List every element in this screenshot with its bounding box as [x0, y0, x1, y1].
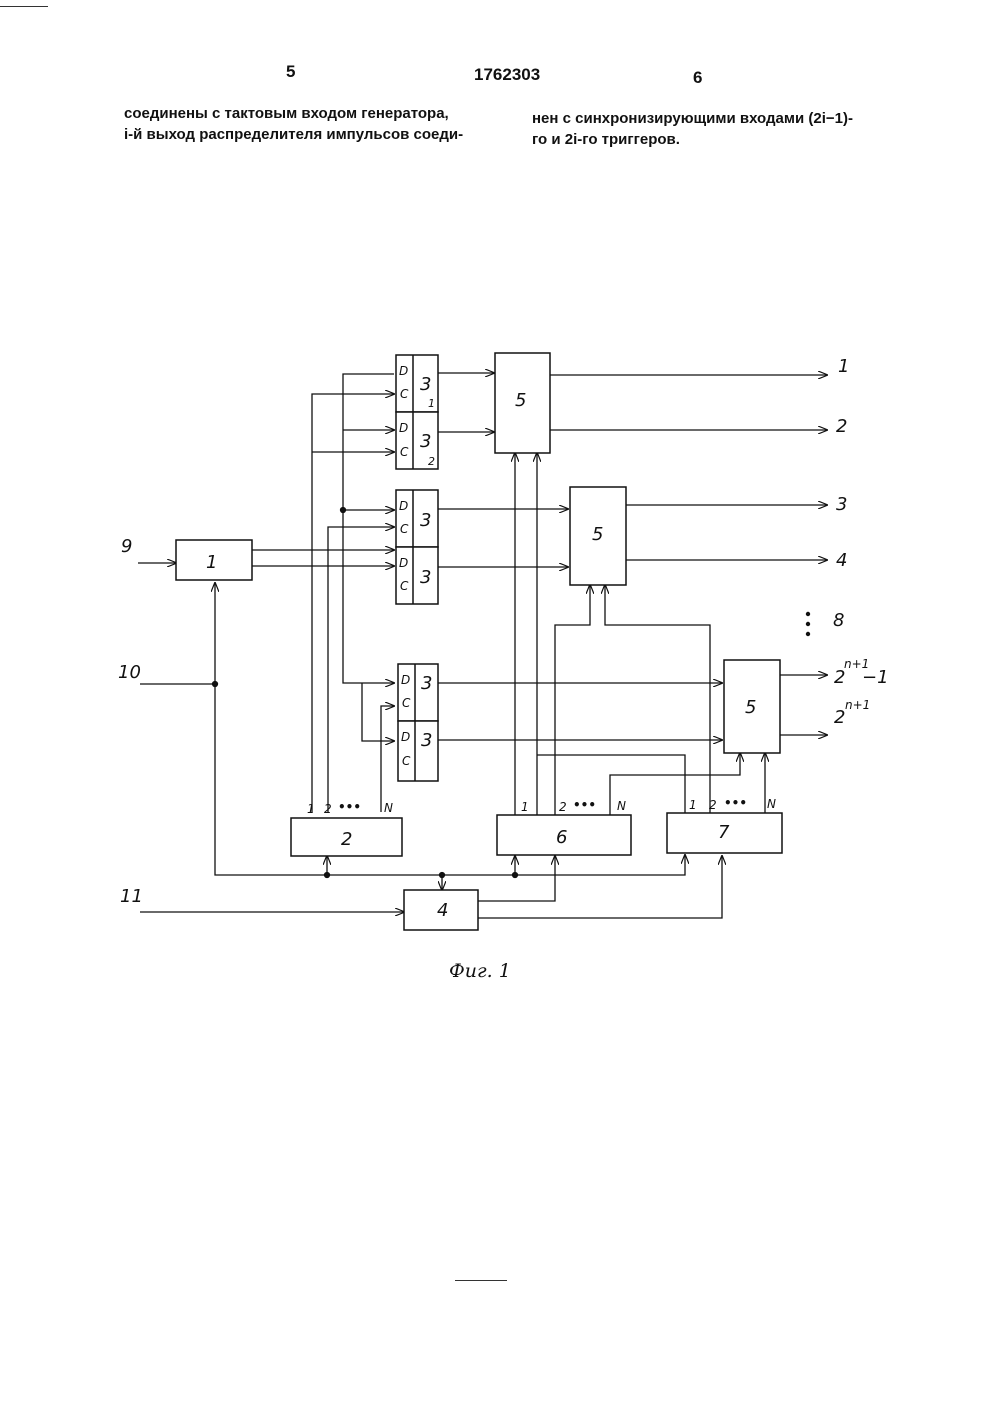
pin-n-label: N [617, 799, 626, 813]
element-4-label: 4 [437, 900, 448, 921]
output-labels: 1 2 3 4 8 2 n+1 −1 2 n+1 [833, 356, 889, 728]
element-5-label: 5 [745, 697, 756, 718]
output-4-label: 4 [836, 550, 847, 571]
d-pin-label: D [401, 730, 410, 744]
trigger-subscript-1: 1 [428, 397, 435, 410]
input-labels: 9 10 11 [118, 536, 143, 907]
trigger-label: 3 [420, 510, 431, 531]
d-pin-label: D [399, 364, 408, 378]
pin-dots-label: ••• [573, 798, 596, 812]
pin-dots-label: ••• [724, 796, 747, 810]
input-11-label: 11 [120, 886, 143, 907]
c-pin-label: C [400, 445, 409, 459]
element-5-label: 5 [515, 390, 526, 411]
pin-1-label: 1 [307, 802, 315, 816]
c-pin-label: C [402, 696, 411, 710]
output-2n1-exponent: n+1 [845, 698, 870, 712]
c-pin-label: C [400, 522, 409, 536]
generator-label: 1 [206, 552, 217, 573]
trigger-label: 3 [421, 673, 432, 694]
trigger-label: 3 [420, 567, 431, 588]
trigger-label: 3 [421, 730, 432, 751]
output-2-label: 2 [836, 416, 847, 437]
c-pin-label: C [400, 387, 409, 401]
pin-n-label: N [384, 801, 393, 815]
output-3-label: 3 [836, 494, 847, 515]
pin-dots-label: ••• [338, 800, 361, 814]
c-pin-label: C [400, 579, 409, 593]
output-1-label: 1 [838, 356, 849, 377]
pin-1-label: 1 [689, 798, 697, 812]
distributor-label: 2 [341, 829, 352, 850]
blocks [176, 353, 782, 930]
pin-n-label: N [767, 797, 776, 811]
trigger-label: 3 [420, 431, 431, 452]
output-2n1-minus-1-suffix: −1 [862, 667, 889, 688]
pin-2-label: 2 [709, 798, 717, 812]
d-pin-label: D [401, 673, 410, 687]
pin-2-label: 2 [559, 800, 567, 814]
figure-caption: Фиг. 1 [449, 960, 511, 982]
d-pin-label: D [399, 556, 408, 570]
d-pin-label: D [399, 499, 408, 513]
pin-1-label: 1 [521, 800, 529, 814]
d-pin-label: D [399, 421, 408, 435]
block-7-label: 7 [718, 822, 730, 843]
pin-2-label: 2 [324, 802, 332, 816]
output-group-label-8: 8 [833, 610, 844, 631]
vertical-ellipsis [806, 612, 810, 636]
output-2n1-base: 2 [834, 707, 845, 728]
input-10-label: 10 [118, 662, 141, 683]
input-9-label: 9 [121, 536, 132, 557]
trigger-label: 3 [420, 374, 431, 395]
block-6-label: 6 [556, 827, 567, 848]
c-pin-label: C [402, 754, 411, 768]
trigger-subscript-2: 2 [428, 455, 435, 468]
element-5-label: 5 [592, 524, 603, 545]
